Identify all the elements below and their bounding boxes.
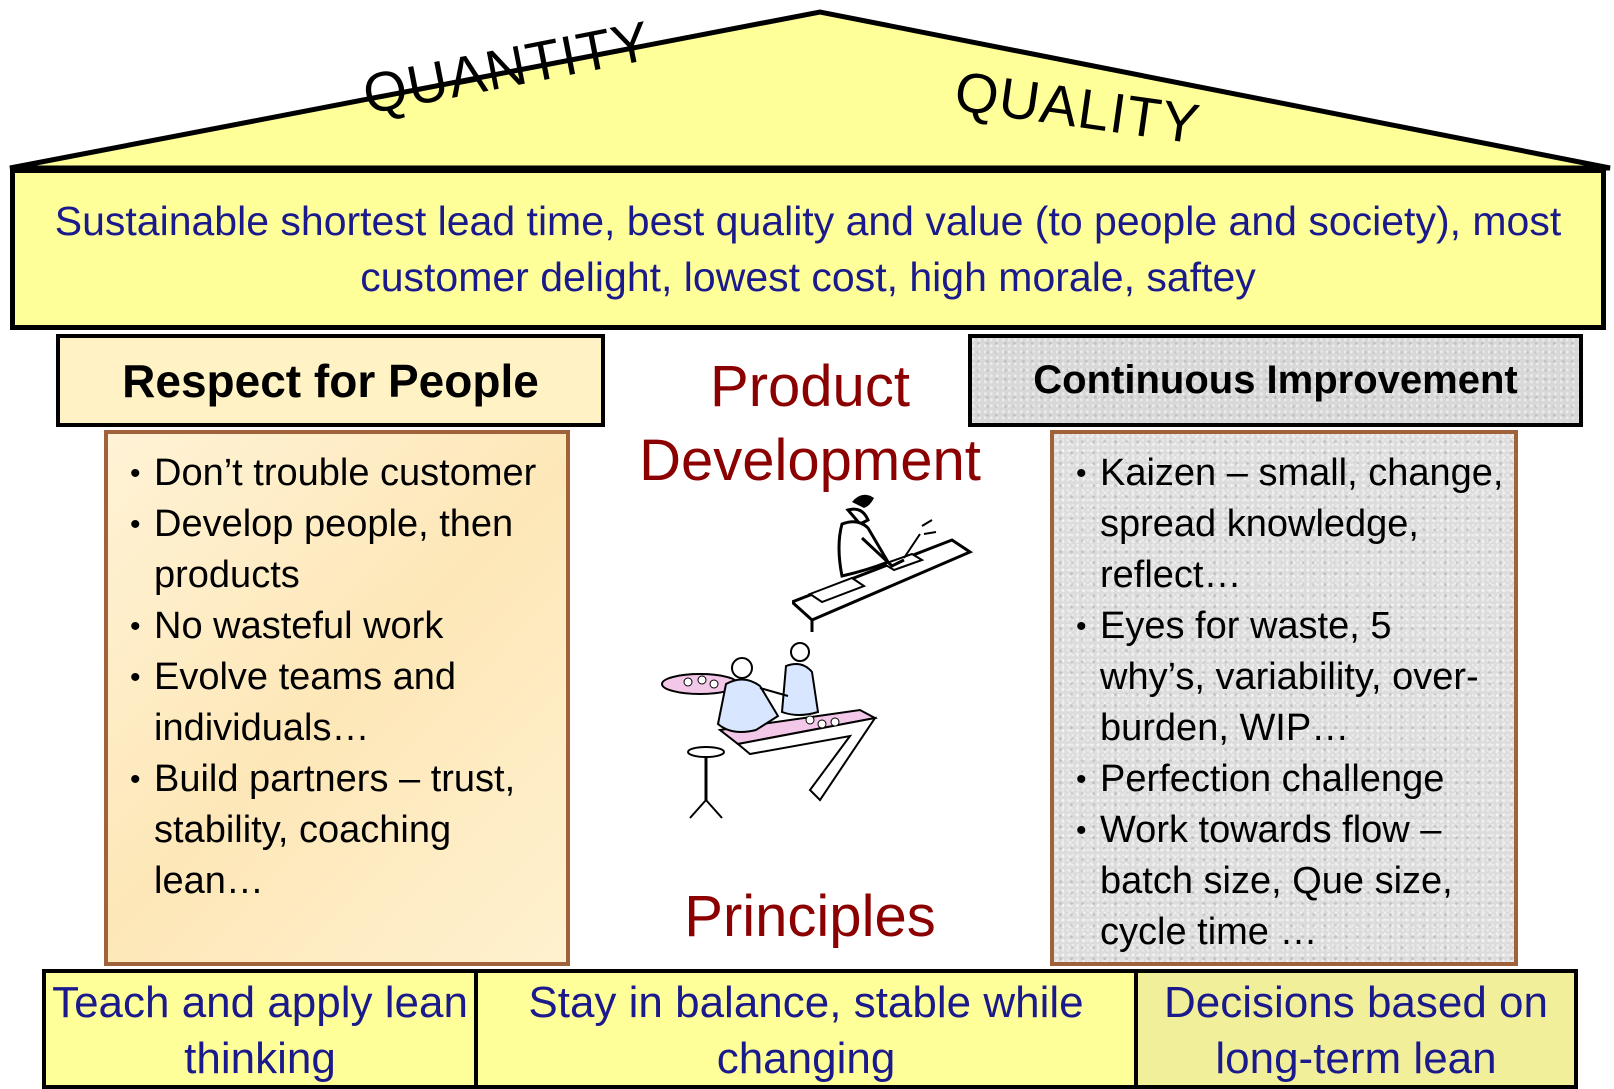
list-item: No wasteful work: [130, 601, 556, 652]
center-bottom-title: Principles: [684, 884, 936, 949]
improvement-bullet-list: Kaizen – small, change, spread knowledge…: [1076, 448, 1504, 958]
foundation: Teach and apply lean thinking Stay in ba…: [42, 969, 1578, 1089]
list-item: Kaizen – small, change, spread knowledge…: [1076, 448, 1504, 601]
foundation-cell-balance: Stay in balance, stable while changing: [478, 973, 1138, 1085]
list-item: Perfection challenge: [1076, 754, 1504, 805]
respect-for-people-heading: Respect for People: [56, 334, 605, 427]
lab-workers-clipart: [661, 642, 878, 819]
list-item: Don’t trouble customer: [130, 448, 556, 499]
list-item: Develop people, then products: [130, 499, 556, 601]
list-item: Eyes for waste, 5 why’s, variability, ov…: [1076, 601, 1504, 754]
center-title-line1: Product: [710, 354, 910, 419]
list-item: Evolve teams and individuals…: [130, 652, 556, 754]
respect-bullet-list: Don’t trouble customer Develop people, t…: [130, 448, 556, 907]
roof-triangle: [9, 9, 1611, 171]
continuous-improvement-heading: Continuous Improvement: [968, 334, 1583, 427]
person-at-desk-clipart: [792, 494, 974, 632]
respect-pillar: Don’t trouble customer Develop people, t…: [104, 430, 570, 966]
foundation-cell-long-term: Decisions based on long-term lean: [1138, 973, 1574, 1085]
goal-beam: Sustainable shortest lead time, best qua…: [10, 168, 1606, 330]
center-title-line2: Development: [639, 428, 981, 493]
improvement-pillar: Kaizen – small, change, spread knowledge…: [1050, 430, 1518, 966]
list-item: Work towards flow – batch size, Que size…: [1076, 805, 1504, 958]
foundation-cell-lean-thinking: Teach and apply lean thinking: [46, 973, 478, 1085]
list-item: Build partners – trust, stability, coach…: [130, 754, 556, 907]
center-title: Product Development: [620, 350, 1000, 498]
goal-text: Sustainable shortest lead time, best qua…: [54, 198, 1562, 300]
